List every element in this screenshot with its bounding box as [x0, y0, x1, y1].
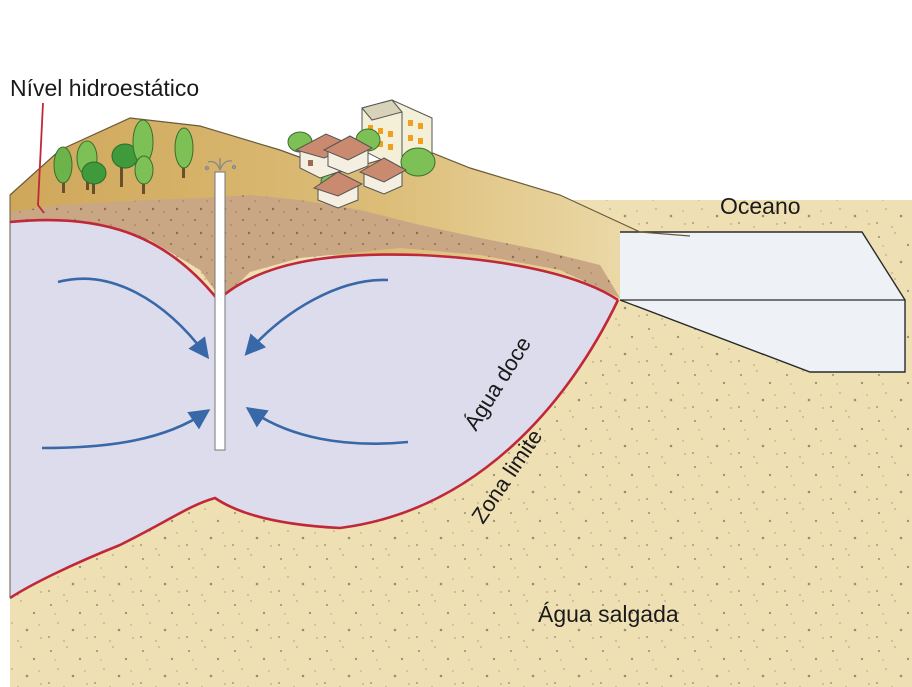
ocean-label: Oceano — [720, 193, 801, 219]
tree-icon — [401, 148, 435, 176]
well-pipe-icon — [215, 172, 225, 450]
water-table-label: Nível hidroestático — [10, 75, 199, 101]
salt-water-label: Água salgada — [538, 601, 679, 627]
